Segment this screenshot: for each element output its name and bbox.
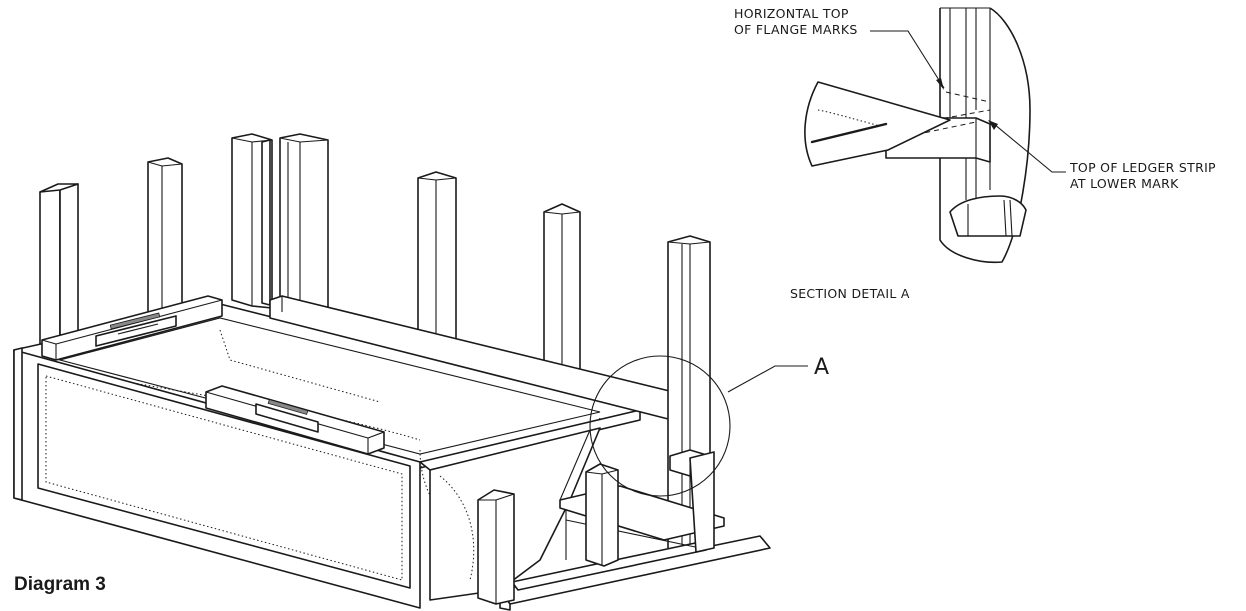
front-level: [205, 385, 385, 455]
section-detail: [804, 7, 1031, 264]
ledger-strip-line2: AT LOWER MARK: [1070, 176, 1179, 191]
ledger-strip-line1: TOP OF LEDGER STRIP: [1069, 160, 1216, 175]
flange-marks-line1: HORIZONTAL TOP: [734, 6, 849, 21]
left-level: [41, 295, 223, 361]
annotation-leaders: [870, 30, 1066, 173]
diagram-title: Diagram 3: [14, 574, 106, 595]
bathtub: [13, 303, 641, 609]
floor-framing: [477, 449, 771, 611]
section-detail-label: SECTION DETAIL A: [790, 286, 910, 301]
flange-marks-line2: OF FLANGE MARKS: [734, 22, 858, 37]
callout-letter: A: [814, 355, 829, 380]
detail-callout: [589, 355, 808, 497]
